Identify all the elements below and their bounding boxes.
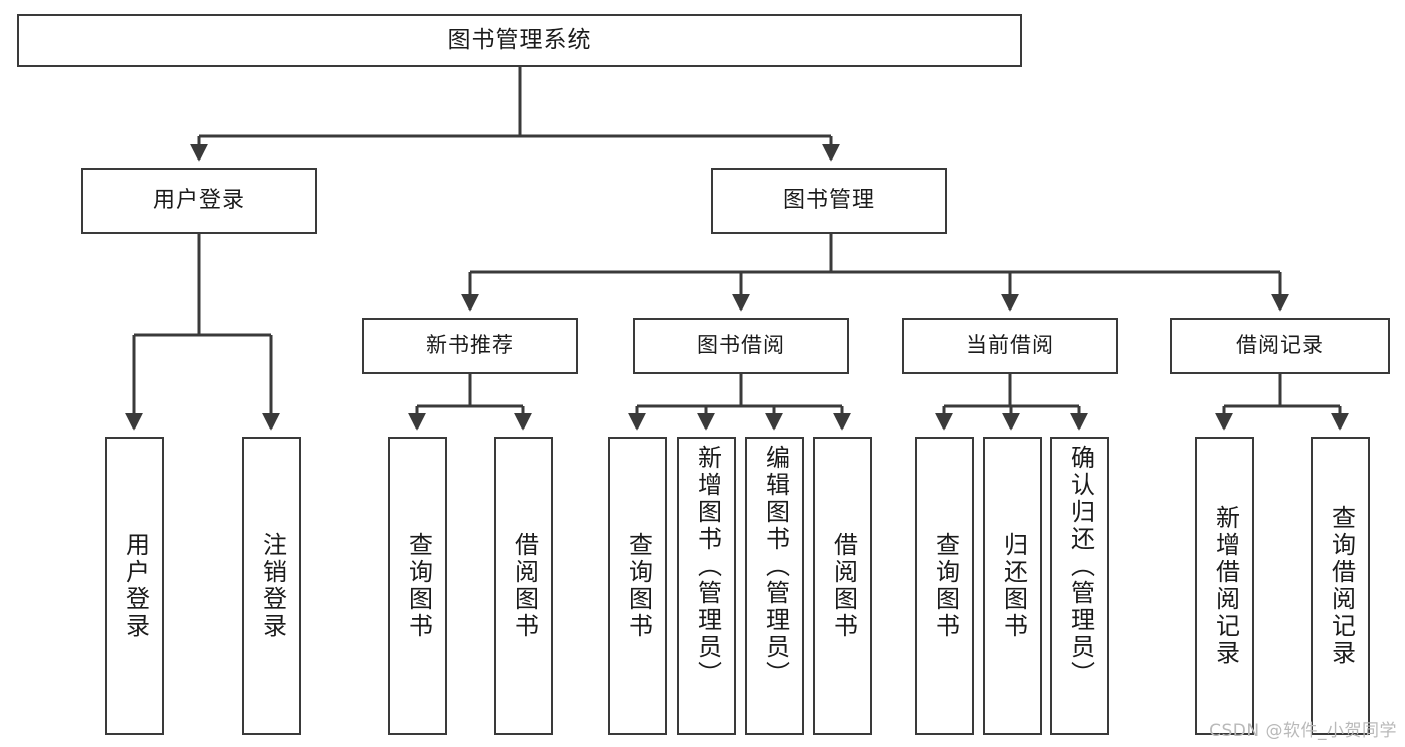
node-leaf-user-login[interactable]: 用户登录 (105, 437, 164, 735)
node-leaf-query-book-2[interactable]: 查询图书 (608, 437, 667, 735)
node-leaf-add-borrow-record[interactable]: 新增借阅记录 (1195, 437, 1254, 735)
node-leaf-edit-book-label: 编辑图书（管理员） (761, 445, 790, 688)
node-leaf-return-book[interactable]: 归还图书 (983, 437, 1042, 735)
node-leaf-borrow-book-2[interactable]: 借阅图书 (813, 437, 872, 735)
watermark-text: CSDN @软件_小贺同学 (1209, 721, 1397, 741)
node-user-login-label: 用户登录 (152, 187, 245, 213)
node-current-borrow-label: 当前借阅 (966, 333, 1054, 358)
node-leaf-query-book-1[interactable]: 查询图书 (388, 437, 447, 735)
node-leaf-query-borrow-record[interactable]: 查询借阅记录 (1311, 437, 1370, 735)
node-root-label: 图书管理系统 (447, 26, 592, 53)
node-leaf-return-book-label: 归还图书 (999, 532, 1028, 640)
node-user-login[interactable]: 用户登录 (81, 168, 317, 234)
node-book-manage-label: 图书管理 (782, 187, 875, 213)
node-book-borrow-label: 图书借阅 (697, 333, 785, 358)
node-leaf-user-logout[interactable]: 注销登录 (242, 437, 301, 735)
node-leaf-confirm-return[interactable]: 确认归还（管理员） (1050, 437, 1109, 735)
node-leaf-edit-book[interactable]: 编辑图书（管理员） (745, 437, 804, 735)
node-leaf-borrow-book-1[interactable]: 借阅图书 (494, 437, 553, 735)
node-leaf-query-book-1-label: 查询图书 (404, 532, 433, 640)
node-new-book-recommend-label: 新书推荐 (426, 333, 514, 358)
node-leaf-user-login-label: 用户登录 (121, 532, 150, 640)
node-leaf-add-book[interactable]: 新增图书（管理员） (677, 437, 736, 735)
node-new-book-recommend[interactable]: 新书推荐 (362, 318, 578, 374)
node-leaf-borrow-book-1-label: 借阅图书 (510, 532, 539, 640)
node-book-borrow[interactable]: 图书借阅 (633, 318, 849, 374)
node-leaf-query-borrow-record-label: 查询借阅记录 (1327, 505, 1356, 667)
node-leaf-user-logout-label: 注销登录 (258, 532, 287, 640)
node-borrow-record[interactable]: 借阅记录 (1170, 318, 1390, 374)
node-leaf-query-book-3-label: 查询图书 (931, 532, 960, 640)
node-leaf-confirm-return-label: 确认归还（管理员） (1066, 445, 1095, 688)
node-leaf-query-book-2-label: 查询图书 (624, 532, 653, 640)
node-leaf-borrow-book-2-label: 借阅图书 (829, 532, 858, 640)
node-leaf-query-book-3[interactable]: 查询图书 (915, 437, 974, 735)
node-leaf-add-borrow-record-label: 新增借阅记录 (1211, 505, 1240, 667)
node-current-borrow[interactable]: 当前借阅 (902, 318, 1118, 374)
node-root[interactable]: 图书管理系统 (17, 14, 1022, 67)
node-borrow-record-label: 借阅记录 (1236, 333, 1324, 358)
node-leaf-add-book-label: 新增图书（管理员） (693, 445, 722, 688)
node-book-manage[interactable]: 图书管理 (711, 168, 947, 234)
